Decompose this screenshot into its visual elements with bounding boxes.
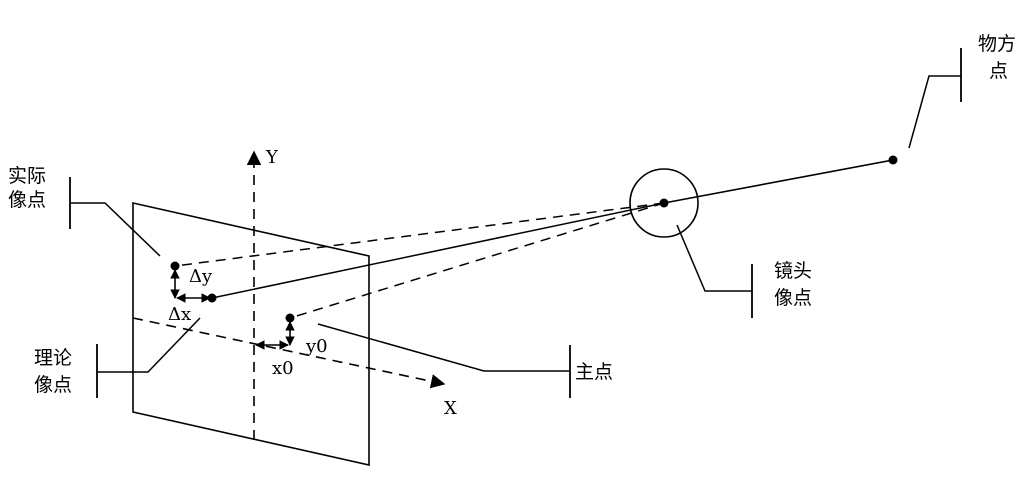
ray-incident	[663, 159, 894, 204]
label-lens-line1: 镜头	[774, 260, 812, 282]
leader-principal-point	[317, 323, 570, 372]
label-theoretical-line2: 像点	[34, 374, 72, 396]
label-object-line2: 点	[989, 60, 1008, 82]
label-y0: y0	[305, 336, 328, 357]
object-point	[888, 155, 898, 165]
label-lens-line2: 像点	[774, 287, 812, 309]
principal-point	[285, 313, 295, 323]
leader-theoretical-image-point	[97, 317, 201, 373]
ray-theoretical-image-point	[211, 202, 665, 299]
label-actual-line1: 实际	[8, 165, 46, 187]
label-axis-x: X	[444, 398, 457, 419]
lens-center-point	[659, 198, 669, 208]
label-x0: x0	[272, 358, 294, 379]
lens-circle	[629, 168, 699, 238]
ray-principal-point	[289, 202, 665, 319]
label-theoretical-line1: 理论	[34, 347, 72, 369]
label-delta-x: Δx	[168, 304, 191, 325]
leader-lens	[676, 224, 752, 292]
label-object-line1: 物方	[978, 33, 1016, 55]
ray-actual-image-point	[174, 202, 665, 267]
label-actual-line2: 像点	[8, 189, 46, 211]
label-axis-y: Y	[265, 147, 279, 168]
x-axis	[132, 317, 446, 389]
leader-object-point	[908, 75, 961, 149]
label-delta-y: Δy	[189, 266, 213, 287]
actual-image-point	[170, 261, 180, 271]
label-principal-point: 主点	[575, 361, 613, 383]
image-plane	[132, 202, 370, 466]
leader-actual-image-point	[70, 202, 161, 257]
